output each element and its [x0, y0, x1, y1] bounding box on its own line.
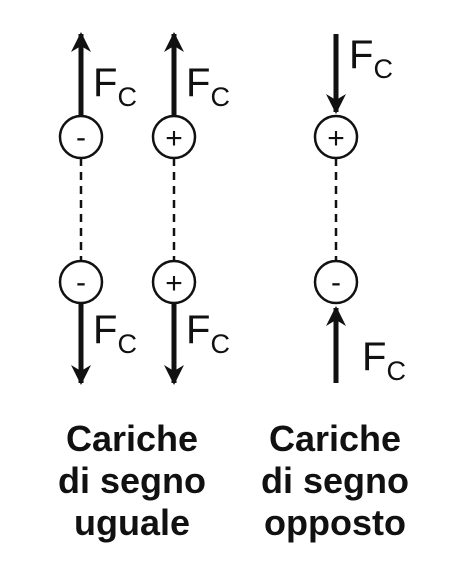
charge-circle-top [58, 114, 104, 160]
caption-line: uguale [73, 502, 190, 543]
caption-line: Cariche [65, 418, 199, 459]
force-label-bottom: FC [93, 308, 137, 359]
caption-line: di segno [260, 460, 409, 501]
caption-line: di segno [57, 460, 206, 501]
charge-sign-top: + [165, 122, 183, 155]
charge-sign-bottom: + [165, 267, 183, 300]
charge-sign-top: + [327, 122, 345, 155]
charge-sign-top: - [76, 121, 86, 154]
force-label-top: FC [93, 61, 137, 112]
charge-circle-top [313, 114, 359, 160]
caption-line: opposto [264, 502, 406, 543]
charge-circle-top [151, 114, 197, 160]
force-label-bottom: FC [362, 335, 406, 386]
caption-same-sign: Cariche di segno uguale [22, 418, 242, 544]
pair-positive-negative: FC + - FC [313, 33, 406, 386]
charge-sign-bottom: - [331, 266, 341, 299]
force-label-top: FC [186, 61, 230, 112]
caption-opposite-sign: Cariche di segno opposto [225, 418, 445, 544]
caption-line: Cariche [268, 418, 402, 459]
pair-positive-positive: FC + + FC [151, 32, 230, 385]
charge-circle-bottom [313, 259, 359, 305]
force-label-top: FC [349, 33, 393, 84]
charge-sign-bottom: - [76, 266, 86, 299]
force-label-bottom: FC [186, 308, 230, 359]
pair-negative-negative: FC - - FC [58, 32, 137, 385]
